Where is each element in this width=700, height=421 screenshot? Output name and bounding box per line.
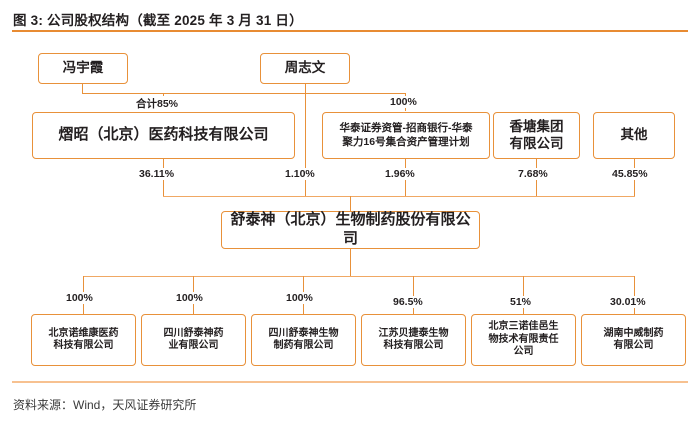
node-sub6-line1: 湖南中威制药 [603,327,664,339]
node-sub1-line2: 科技有限公司 [53,340,114,351]
node-core-company[interactable]: 舒泰神（北京）生物制药股份有限公司 [221,211,480,249]
node-subsidiary-sichuan-shutaishen-pharma[interactable]: 四川舒泰神药 业有限公司 [141,314,246,366]
node-subsidiary-nuoweikang[interactable]: 北京诺维康医药 科技有限公司 [31,314,136,366]
edge-feng-down [82,84,84,94]
node-sub5-line2: 物技术有限责任 [488,333,559,345]
node-other-shareholders[interactable]: 其他 [593,112,675,159]
node-subsidiary-sichuan-shutaishen-bio[interactable]: 四川舒泰神生物 制药有限公司 [251,314,356,366]
node-sub4-line1: 江苏贝捷泰生物 [378,327,449,339]
node-sub6-line2: 有限公司 [613,340,654,351]
node-huatai-line1: 华泰证券资管-招商银行-华泰 [339,122,473,135]
page-title: 图 3: 公司股权结构（截至 2025 年 3 月 31 日） [13,13,303,28]
pct-sub2: 100% [174,292,205,304]
edge-sub6-down [634,276,636,314]
node-yizhao[interactable]: 熠昭（北京）医药科技有限公司 [32,112,295,159]
pct-sub5: 51% [508,296,534,308]
node-zhou-zhiwen[interactable]: 周志文 [260,53,350,84]
edge-core-stem [350,196,352,211]
node-xiangtang-group[interactable]: 香塘集团 有限公司 [493,112,580,159]
pct-yizhao-core: 36.11% [137,168,177,180]
pct-huatai-core: 1.96% [383,168,417,180]
pct-sub6: 30.01% [608,296,648,308]
node-subsidiary-sannuojiayi[interactable]: 北京三诺佳邑生 物技术有限责任 公司 [471,314,576,366]
edge-bus-to-core [163,196,635,198]
node-huatai-line2: 聚力16号集合资产管理计划 [342,135,470,148]
pct-sub4: 96.5% [391,296,425,308]
node-sub2-line1: 四川舒泰神药 [163,327,224,339]
source-note: 资料来源：Wind，天风证券研究所 [13,398,197,412]
pct-sub1: 100% [64,292,95,304]
node-sub5-line3: 公司 [513,346,534,358]
footer-divider [12,381,688,383]
node-sub4-line2: 科技有限公司 [383,340,444,351]
node-huatai-asset-plan[interactable]: 华泰证券资管-招商银行-华泰 聚力16号集合资产管理计划 [322,112,490,159]
title-divider [12,30,688,32]
edge-sub5-down [523,276,525,314]
edge-zhou-to-huatai-h [305,93,406,95]
node-subsidiary-hunan-zhongwei[interactable]: 湖南中威制药 有限公司 [581,314,686,366]
node-sub2-line2: 业有限公司 [168,340,219,351]
pct-feng-total: 合计85% [134,96,181,111]
node-sub3-line1: 四川舒泰神生物 [268,327,339,339]
pct-zhou-huatai: 100% [388,96,419,108]
edge-zhou-trunk [305,84,307,197]
node-feng-yuxia[interactable]: 冯宇霞 [38,53,128,84]
pct-xiangtang-core: 7.68% [516,168,550,180]
pct-sub3: 100% [284,292,315,304]
edge-bus-level1 [82,93,306,95]
edge-sub4-down [413,276,415,314]
node-sub3-line2: 制药有限公司 [273,340,334,351]
node-subsidiary-beijietai[interactable]: 江苏贝捷泰生物 科技有限公司 [361,314,466,366]
node-xiangtang-line2: 有限公司 [509,135,564,151]
edge-core-down [350,249,352,276]
node-sub1-line1: 北京诺维康医药 [48,327,119,339]
pct-other-core: 45.85% [610,168,650,180]
edge-bus-subsidiaries [83,276,634,278]
node-sub5-line1: 北京三诺佳邑生 [488,321,559,333]
pct-zhou-core: 1.10% [283,168,317,180]
node-xiangtang-line1: 香塘集团 [509,118,564,134]
